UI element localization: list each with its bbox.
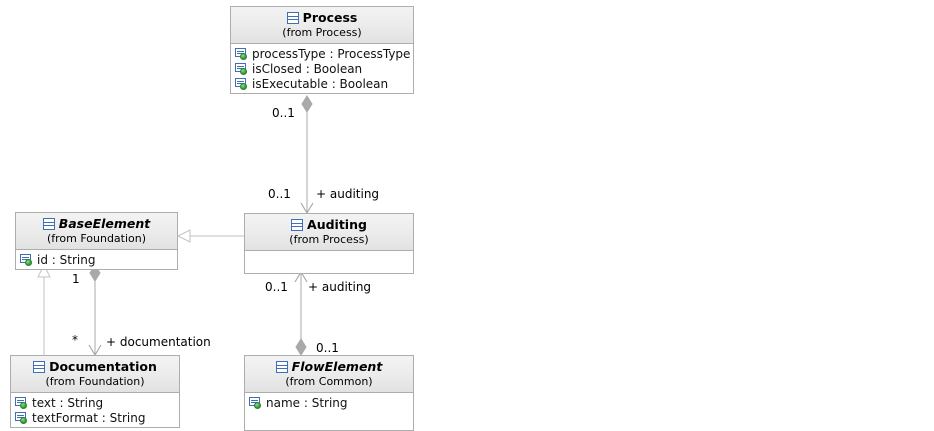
generalization-triangle-auditing bbox=[176, 229, 191, 243]
aggregation-diamond-process bbox=[301, 95, 313, 113]
class-attributes-auditing bbox=[245, 251, 413, 273]
attribute-row[interactable]: isExecutable : Boolean bbox=[231, 76, 413, 91]
attribute-label: processType : ProcessType bbox=[252, 46, 411, 61]
attribute-icon bbox=[235, 47, 249, 60]
aggregation-diamond-flowelement bbox=[295, 338, 307, 356]
class-attributes-process: processType : ProcessType isClosed : Boo… bbox=[231, 44, 413, 93]
class-package-documentation: (from Foundation) bbox=[45, 375, 145, 388]
class-icon bbox=[42, 218, 55, 230]
class-icon bbox=[33, 361, 46, 373]
class-header-process: Process (from Process) bbox=[231, 7, 413, 44]
attribute-label: isClosed : Boolean bbox=[252, 61, 363, 76]
attribute-row[interactable]: isClosed : Boolean bbox=[231, 61, 413, 76]
class-box-process[interactable]: Process (from Process) processType : Pro… bbox=[230, 6, 414, 94]
attribute-label: name : String bbox=[266, 395, 348, 410]
class-icon bbox=[286, 12, 299, 24]
attribute-label: textFormat : String bbox=[32, 410, 146, 425]
class-attributes-baseelement: id : String bbox=[16, 250, 177, 269]
class-icon bbox=[291, 219, 304, 231]
attribute-row[interactable]: id : String bbox=[16, 252, 177, 267]
class-package-auditing: (from Process) bbox=[289, 233, 369, 246]
class-name-flowelement: FlowElement bbox=[291, 359, 383, 374]
label-flowelement-auditing-target-multiplicity: 0..1 bbox=[265, 280, 288, 294]
class-attributes-flowelement: name : String bbox=[245, 393, 413, 430]
label-flowelement-auditing-source-multiplicity: 0..1 bbox=[316, 341, 339, 355]
label-baseelement-documentation-target-multiplicity: * bbox=[72, 333, 78, 347]
attribute-icon bbox=[15, 396, 29, 409]
class-name-baseelement: BaseElement bbox=[58, 216, 151, 231]
attribute-row[interactable]: name : String bbox=[245, 395, 413, 410]
class-box-flowelement[interactable]: FlowElement (from Common) name : String bbox=[244, 355, 414, 431]
attribute-label: text : String bbox=[32, 395, 104, 410]
attribute-row[interactable]: processType : ProcessType bbox=[231, 46, 413, 61]
class-package-flowelement: (from Common) bbox=[285, 375, 373, 388]
label-baseelement-documentation-role: + documentation bbox=[106, 335, 211, 349]
attribute-icon bbox=[235, 77, 249, 90]
class-name-documentation: Documentation bbox=[49, 359, 157, 374]
label-process-auditing-source-multiplicity: 0..1 bbox=[272, 106, 295, 120]
class-box-baseelement[interactable]: BaseElement (from Foundation) id : Strin… bbox=[15, 212, 178, 270]
class-attributes-documentation: text : String textFormat : String bbox=[11, 393, 179, 427]
class-header-flowelement: FlowElement (from Common) bbox=[245, 356, 413, 393]
attribute-icon bbox=[249, 396, 263, 409]
attribute-row[interactable]: text : String bbox=[11, 395, 179, 410]
attribute-label: id : String bbox=[37, 252, 96, 267]
class-package-process: (from Process) bbox=[282, 26, 362, 39]
label-baseelement-documentation-source-multiplicity: 1 bbox=[72, 272, 80, 286]
class-header-auditing: Auditing (from Process) bbox=[245, 214, 413, 251]
class-package-baseelement: (from Foundation) bbox=[46, 232, 147, 245]
class-icon bbox=[275, 361, 288, 373]
generalization-triangle-documentation bbox=[37, 263, 51, 278]
label-flowelement-auditing-role: + auditing bbox=[308, 280, 372, 294]
label-process-auditing-target-multiplicity: 0..1 bbox=[268, 187, 291, 201]
class-header-baseelement: BaseElement (from Foundation) bbox=[16, 213, 177, 250]
attribute-icon bbox=[15, 411, 29, 424]
attribute-icon bbox=[235, 62, 249, 75]
class-box-documentation[interactable]: Documentation (from Foundation) text : S… bbox=[10, 355, 180, 428]
attribute-label: isExecutable : Boolean bbox=[252, 76, 389, 91]
attribute-row[interactable]: textFormat : String bbox=[11, 410, 179, 425]
class-header-documentation: Documentation (from Foundation) bbox=[11, 356, 179, 393]
class-name-process: Process bbox=[302, 10, 358, 25]
class-box-auditing[interactable]: Auditing (from Process) bbox=[244, 213, 414, 274]
class-name-auditing: Auditing bbox=[307, 217, 367, 232]
label-process-auditing-role: + auditing bbox=[316, 187, 380, 201]
attribute-icon bbox=[20, 253, 34, 266]
